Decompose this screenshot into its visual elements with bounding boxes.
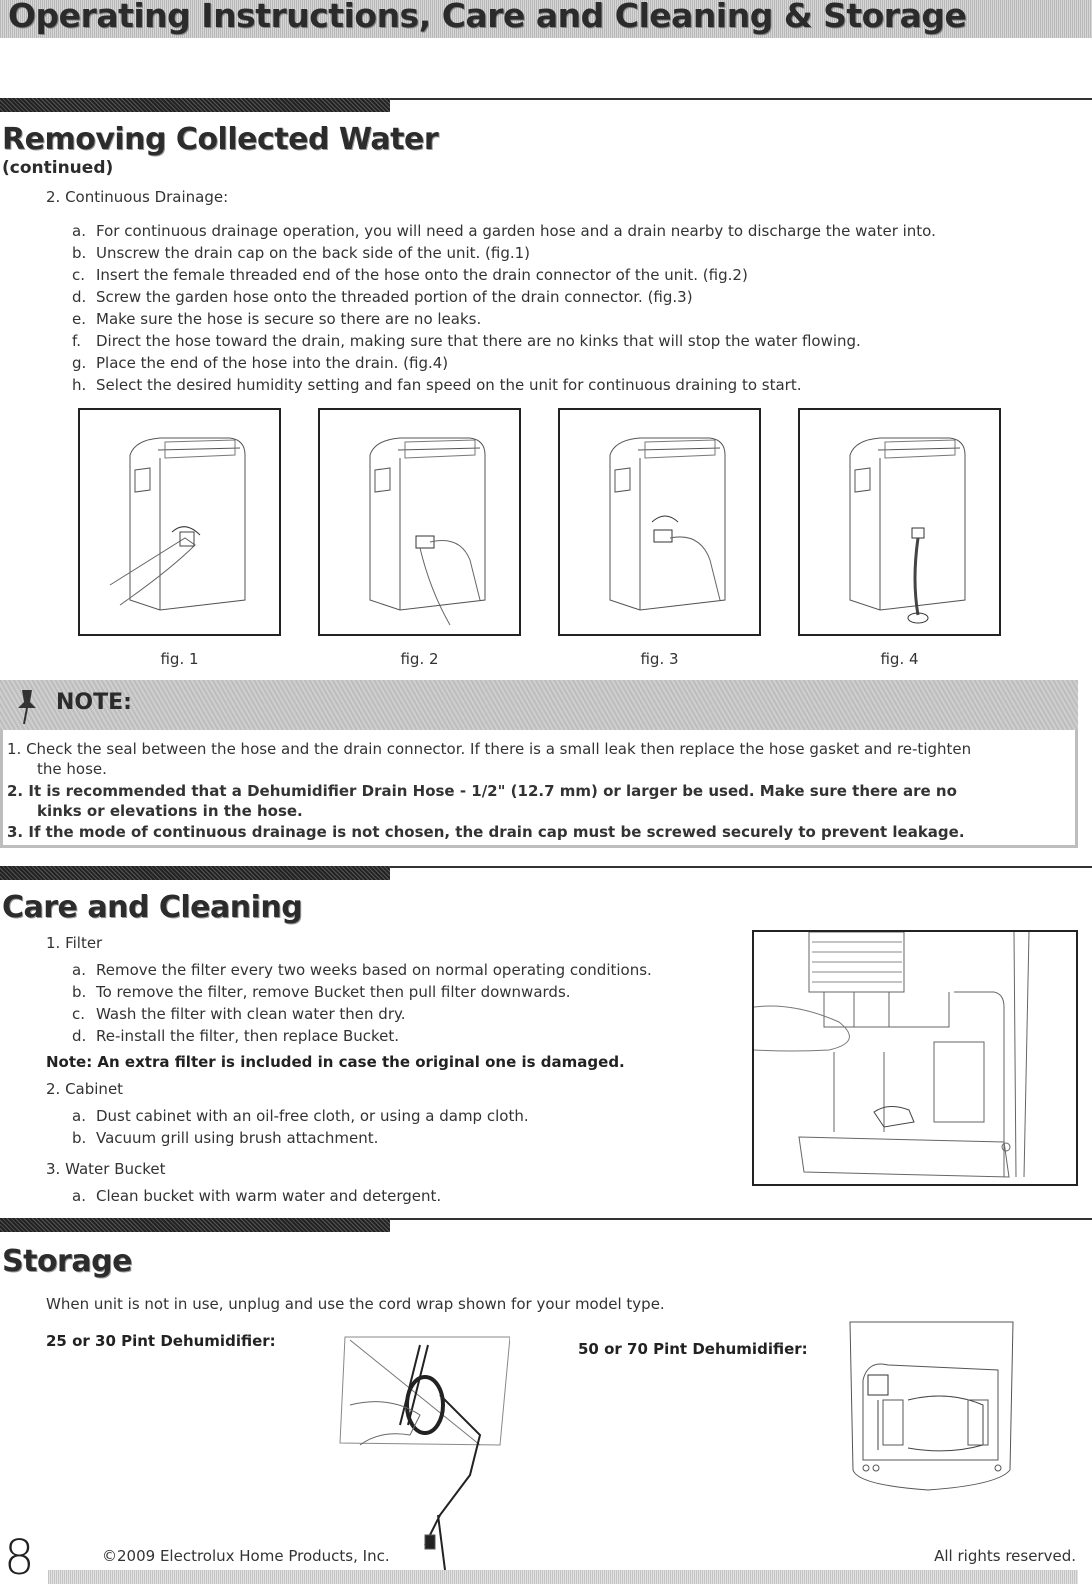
page-number: 8 [4,1530,35,1586]
section-divider [0,866,1092,880]
list-item: d.Screw the garden hose onto the threade… [72,288,693,306]
note-body: 1. Check the seal between the hose and t… [0,730,1078,848]
list-item: d.Re-install the filter, then replace Bu… [72,1027,400,1045]
section-divider [0,1218,1092,1232]
care-item-cabinet: 2. Cabinet [46,1080,124,1098]
section-heading-removing-water: Removing Collected Water [2,122,439,157]
figure-caption: fig. 1 [160,650,199,668]
section-heading-storage: Storage [2,1244,132,1279]
figure-filter-removal [752,930,1078,1186]
note-title: NOTE: [56,690,132,715]
figure-3-screw-hose [558,408,761,636]
care-item-water-bucket: 3. Water Bucket [46,1160,166,1178]
list-item: g.Place the end of the hose into the dra… [72,354,449,372]
list-item: c.Insert the female threaded end of the … [72,266,748,284]
list-item: a.For continuous drainage operation, you… [72,222,936,240]
model-label-large: 50 or 70 Pint Dehumidifier: [578,1340,808,1358]
section-subheading: (continued) [2,158,114,178]
figure-caption: fig. 2 [400,650,439,668]
section-divider [0,98,1092,112]
list-item: c.Wash the filter with clean water then … [72,1005,406,1023]
figure-caption: fig. 3 [640,650,679,668]
filter-removal-illustration-icon [754,932,1030,1178]
rights-reserved: All rights reserved. [934,1547,1076,1565]
pushpin-icon [18,690,36,725]
note-header: NOTE: [0,680,1078,730]
figure-2-insert-hose [318,408,521,636]
list-item: b.Vacuum grill using brush attachment. [72,1129,379,1147]
footer-bar [48,1570,1078,1584]
figure-caption: fig. 4 [880,650,919,668]
model-label-small: 25 or 30 Pint Dehumidifier: [46,1332,276,1350]
list-item: b.Unscrew the drain cap on the back side… [72,244,531,262]
list-item: h.Select the desired humidity setting an… [72,376,802,394]
list-item: f.Direct the hose toward the drain, maki… [72,332,861,350]
header-banner: Operating Instructions, Care and Cleanin… [0,0,1092,38]
dehumidifier-illustration-icon [369,437,486,626]
list-item: e.Make sure the hose is secure so there … [72,310,482,328]
list-item: a.Dust cabinet with an oil-free cloth, o… [72,1107,529,1125]
cord-wrap-large-illustration-icon [849,1321,1014,1491]
note-item: 2. It is recommended that a Dehumidifier… [7,782,957,800]
note-item-continued: the hose. [37,760,107,778]
note-item: 1. Check the seal between the hose and t… [7,740,972,758]
storage-intro: When unit is not in use, unplug and use … [46,1295,665,1313]
list-item: a.Remove the filter every two weeks base… [72,961,652,979]
filter-note: Note: An extra filter is included in cas… [46,1053,625,1071]
figure-4-hose-in-drain [798,408,1001,636]
care-item-filter: 1. Filter [46,934,103,952]
list-item: a.Clean bucket with warm water and deter… [72,1187,442,1205]
step-continuous-drainage: 2. Continuous Drainage: [46,188,229,206]
note-item-continued: kinks or elevations in the hose. [37,802,303,820]
list-item: b.To remove the filter, remove Bucket th… [72,983,571,1001]
dehumidifier-illustration-icon [109,437,246,611]
cord-wrap-small-illustration-icon [339,1336,510,1571]
page-title: Operating Instructions, Care and Cleanin… [8,0,967,35]
dehumidifier-illustration-icon [849,437,966,624]
section-heading-care-cleaning: Care and Cleaning [2,890,303,925]
figure-1-unscrew-cap [78,408,281,636]
copyright: ©2009 Electrolux Home Products, Inc. [102,1547,390,1565]
note-item: 3. If the mode of continuous drainage is… [7,823,965,841]
dehumidifier-illustration-icon [609,437,726,611]
